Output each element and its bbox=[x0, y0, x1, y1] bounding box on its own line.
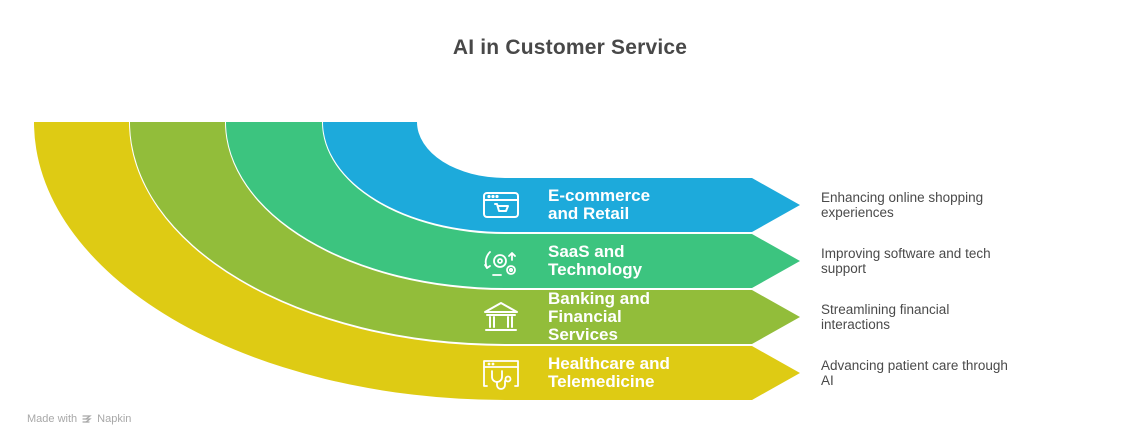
desc-line: Enhancing online shopping bbox=[821, 190, 984, 205]
desc-line: Streamlining financial bbox=[821, 302, 950, 317]
label-line: Technology bbox=[548, 260, 643, 279]
label-line: Financial bbox=[548, 307, 622, 326]
gears-cycle-icon bbox=[484, 251, 516, 276]
label-line: SaaS and bbox=[548, 242, 625, 261]
napkin-brand-text: Napkin bbox=[97, 413, 132, 425]
label-line: and Retail bbox=[548, 204, 630, 223]
desc-line: experiences bbox=[821, 204, 894, 220]
napkin-logo-icon bbox=[82, 415, 92, 423]
desc-line: Advancing patient care through bbox=[821, 358, 1008, 373]
label-line: Healthcare and bbox=[548, 354, 670, 373]
diagram-title: AI in Customer Service bbox=[452, 36, 688, 59]
category-label-healthcare: Healthcare and Telemedicine bbox=[548, 355, 670, 391]
category-label-ecommerce: E-commerce and Retail bbox=[548, 187, 650, 223]
made-with-text: Made with bbox=[27, 413, 78, 425]
desc-line: AI bbox=[821, 372, 834, 388]
arc-band-banking bbox=[130, 122, 800, 344]
arc-band-saas bbox=[226, 122, 800, 288]
label-line: E-commerce bbox=[548, 186, 651, 205]
desc-line: interactions bbox=[821, 316, 891, 332]
label-line: Banking and bbox=[548, 289, 651, 308]
made-with-napkin-footer: Made with Napkin bbox=[27, 413, 131, 425]
description-healthcare: Advancing patient care through AI bbox=[821, 358, 1121, 388]
arc-band-ecommerce bbox=[323, 122, 800, 232]
description-saas: Improving software and tech support bbox=[821, 246, 1121, 276]
shopping-cart-browser-icon bbox=[483, 192, 519, 218]
label-line: Services bbox=[548, 325, 618, 344]
desc-line: Improving software and tech bbox=[821, 246, 991, 261]
category-label-banking: Banking and Financial Services bbox=[548, 290, 650, 344]
description-ecommerce: Enhancing online shopping experiences bbox=[821, 190, 1121, 220]
bank-building-icon bbox=[484, 302, 518, 331]
desc-line: support bbox=[821, 260, 867, 276]
arc-band-healthcare bbox=[34, 122, 800, 400]
category-label-saas: SaaS and Technology bbox=[548, 243, 642, 279]
label-line: Telemedicine bbox=[548, 372, 655, 391]
stethoscope-browser-icon bbox=[483, 360, 519, 390]
description-banking: Streamlining financial interactions bbox=[821, 302, 1121, 332]
